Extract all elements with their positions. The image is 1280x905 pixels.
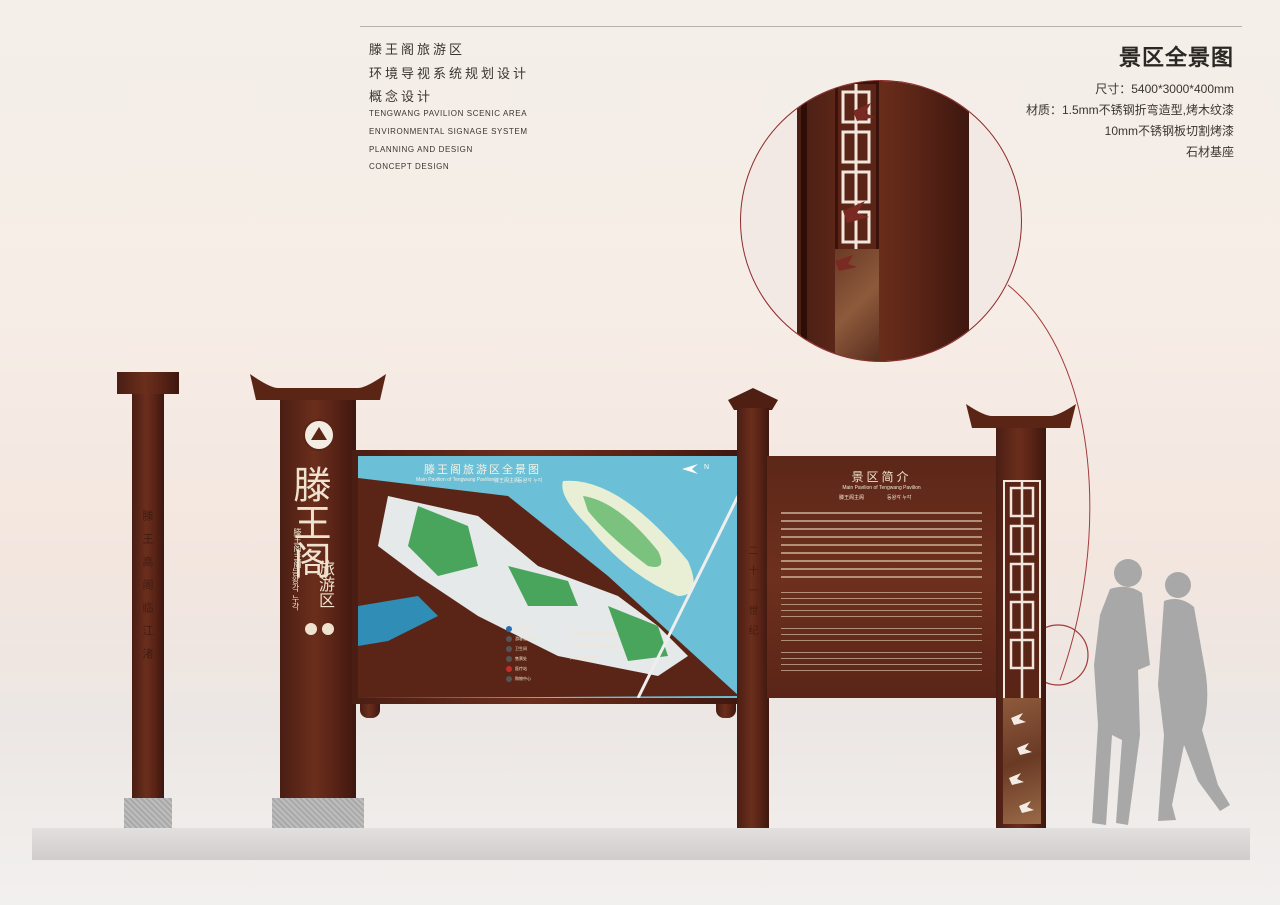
header-cn-3: 概念设计 xyxy=(369,89,434,104)
ticket-icon xyxy=(506,656,512,662)
shopping-icon xyxy=(506,676,512,682)
zoom-post-edge xyxy=(801,86,807,361)
info-center-icon xyxy=(506,636,512,642)
map-panel: 滕王阁旅游区全景图 Main Pavilion of Tengwang Pavi… xyxy=(358,456,739,698)
legend-item: 卫生间 xyxy=(506,644,626,654)
post1-cap xyxy=(117,372,179,394)
spec-material-2: 10mm不锈钢板切割烤漆 xyxy=(1104,124,1234,138)
map-title: 滕王阁旅游区全景图 xyxy=(424,463,541,476)
legend-item: 售票处 xyxy=(506,654,626,664)
pillar-logos-icon xyxy=(305,623,334,635)
right-post-stone-texture xyxy=(1003,698,1041,824)
header-en-3: PLANNING AND DESIGN xyxy=(369,145,473,154)
right-post-lattice xyxy=(1003,480,1041,702)
map-subtitle-cn: 滕王阁主阁 xyxy=(494,478,520,484)
scenic-map-illustration xyxy=(358,478,739,698)
header-en-4: CONCEPT DESIGN xyxy=(369,162,450,171)
main-pillar xyxy=(280,400,356,798)
toilet-icon xyxy=(506,646,512,652)
bird-silhouettes-icon xyxy=(835,103,875,271)
drawing-title: 景区全景图 xyxy=(1118,45,1234,70)
mid-post-poem: 二十一世纪 xyxy=(746,545,757,645)
medical-icon xyxy=(506,666,512,672)
ground-base xyxy=(32,828,1250,860)
intro-title: 景区简介 xyxy=(851,470,912,484)
bird-silhouettes-icon xyxy=(1009,713,1034,813)
map-bracket-left xyxy=(360,704,380,718)
intro-subtitle-kr: 등왕각 누각 xyxy=(887,495,912,501)
header-en-2: ENVIRONMENTAL SIGNAGE SYSTEM xyxy=(369,127,528,136)
legend-item: 购物中心 xyxy=(506,674,626,684)
map-subtitle-kr: 등왕각 누각 xyxy=(518,478,543,484)
intro-panel: 景区简介 Main Pavilion of Tengwang Pavilion … xyxy=(767,456,996,698)
lattice-pattern-icon xyxy=(1009,482,1035,700)
mid-post-cap xyxy=(728,388,778,410)
map-bracket-right xyxy=(716,704,736,718)
pillar-small-cn: 滕王阁主阁 xyxy=(293,528,302,568)
top-rule xyxy=(360,26,1242,27)
post1-column xyxy=(132,394,164,798)
pillar-small-kr: 등왕각 누각 xyxy=(291,568,300,611)
right-post-roof-cap xyxy=(966,404,1076,428)
people-silhouette-icon xyxy=(1092,559,1230,825)
map-legend: 生态停车场 游客服务中心 卫生间 售票处 医疗站 购物中心 xyxy=(506,624,626,684)
map-phones: 投诉电话 0794-5793999 咨询电话 0794-5793999 火警电话… xyxy=(570,628,650,664)
lattice-pattern-icon xyxy=(841,84,871,249)
pillar-stone-base xyxy=(272,798,364,828)
post1-poem: 滕王高阁临江渚 xyxy=(141,510,154,671)
phone-row: 咨询电话 0794-5793999 xyxy=(570,643,619,648)
header-cn-1: 滕王阁旅游区 xyxy=(369,42,466,57)
pillar-roof-cap xyxy=(250,374,386,400)
north-arrow-icon xyxy=(682,464,698,474)
pillar-big-title: 滕王阁 xyxy=(287,465,331,579)
phone-row: 投诉电话 0794-5793999 xyxy=(570,631,619,636)
header-cn-2: 环境导视系统规划设计 xyxy=(369,66,530,81)
spec-size: 尺寸：5400*3000*400mm xyxy=(1095,82,1234,96)
legend-item: 医疗站 xyxy=(506,664,626,674)
pillar-sub-title: 旅游区 xyxy=(316,560,335,608)
detail-zoom-circle xyxy=(740,80,1022,362)
intro-subtitle-cn: 滕王阁主阁 xyxy=(839,495,865,501)
zoom-post xyxy=(797,81,969,361)
legend-item: 生态停车场 xyxy=(506,624,626,634)
north-label: N xyxy=(704,464,710,471)
spec-material-1: 材质：1.5mm不锈钢折弯造型,烤木纹漆 xyxy=(1025,103,1234,117)
emblem-seal-icon xyxy=(303,419,335,451)
post1-stone-base xyxy=(124,798,172,828)
spec-material-3: 石材基座 xyxy=(1185,145,1234,159)
header-en-1: TENGWANG PAVILION SCENIC AREA xyxy=(369,109,528,118)
legend-item: 游客服务中心 xyxy=(506,634,626,644)
zoom-lattice xyxy=(835,81,879,252)
mid-post xyxy=(737,408,769,828)
intro-subtitle-en: Main Pavilion of Tengwang Pavilion xyxy=(842,485,921,491)
phone-row: 火警电话 110 xyxy=(570,655,597,660)
map-subtitle-en: Main Pavilion of Tengwang Pavilion xyxy=(416,477,495,483)
parking-icon xyxy=(506,626,512,632)
